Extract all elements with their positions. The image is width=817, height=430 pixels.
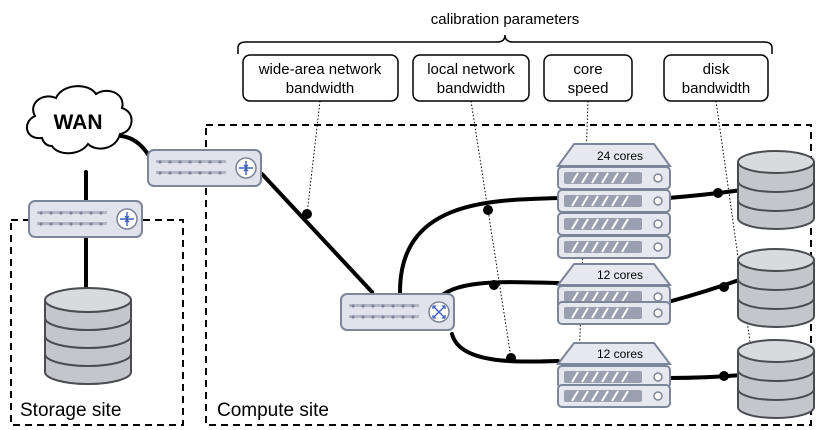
compute-site-box bbox=[205, 124, 812, 426]
svg-text:speed: speed bbox=[568, 80, 609, 97]
param-core-speed: core speed bbox=[543, 54, 633, 102]
compute-site-label: Compute site bbox=[217, 400, 329, 421]
wan-switch bbox=[147, 149, 262, 187]
server-3: 12 cores bbox=[555, 342, 673, 408]
svg-text:disk: disk bbox=[703, 61, 730, 78]
disk-2-icon bbox=[737, 248, 815, 328]
storage-disk-icon bbox=[44, 287, 132, 385]
network-links bbox=[84, 134, 744, 380]
storage-site-label: Storage site bbox=[20, 400, 121, 421]
svg-text:bandwidth: bandwidth bbox=[682, 80, 750, 97]
disk-3-icon bbox=[737, 339, 815, 419]
param-local-network-bandwidth: local network bandwidth bbox=[412, 54, 530, 102]
wan-cloud: WAN bbox=[26, 85, 133, 155]
param-disk-bandwidth: disk bandwidth bbox=[663, 54, 769, 102]
svg-text:bandwidth: bandwidth bbox=[437, 80, 505, 97]
calibration-parameters-title: calibration parameters bbox=[431, 11, 579, 28]
server-1: 24 cores bbox=[556, 143, 672, 259]
wan-label: WAN bbox=[54, 111, 103, 134]
calibration-brace bbox=[237, 34, 773, 54]
compute-switch bbox=[340, 293, 455, 331]
svg-text:bandwidth: bandwidth bbox=[286, 80, 354, 97]
storage-switch bbox=[28, 200, 143, 238]
server-1-cores-label: 24 cores bbox=[597, 149, 643, 163]
svg-text:local network: local network bbox=[427, 61, 515, 78]
disk-1-icon bbox=[737, 150, 815, 230]
svg-text:wide-area network: wide-area network bbox=[258, 61, 382, 78]
server-2-cores-label: 12 cores bbox=[597, 268, 643, 282]
server-2: 12 cores bbox=[555, 263, 673, 325]
svg-text:core: core bbox=[573, 61, 602, 78]
server-3-cores-label: 12 cores bbox=[597, 347, 643, 361]
param-wan-bandwidth: wide-area network bandwidth bbox=[242, 54, 399, 102]
